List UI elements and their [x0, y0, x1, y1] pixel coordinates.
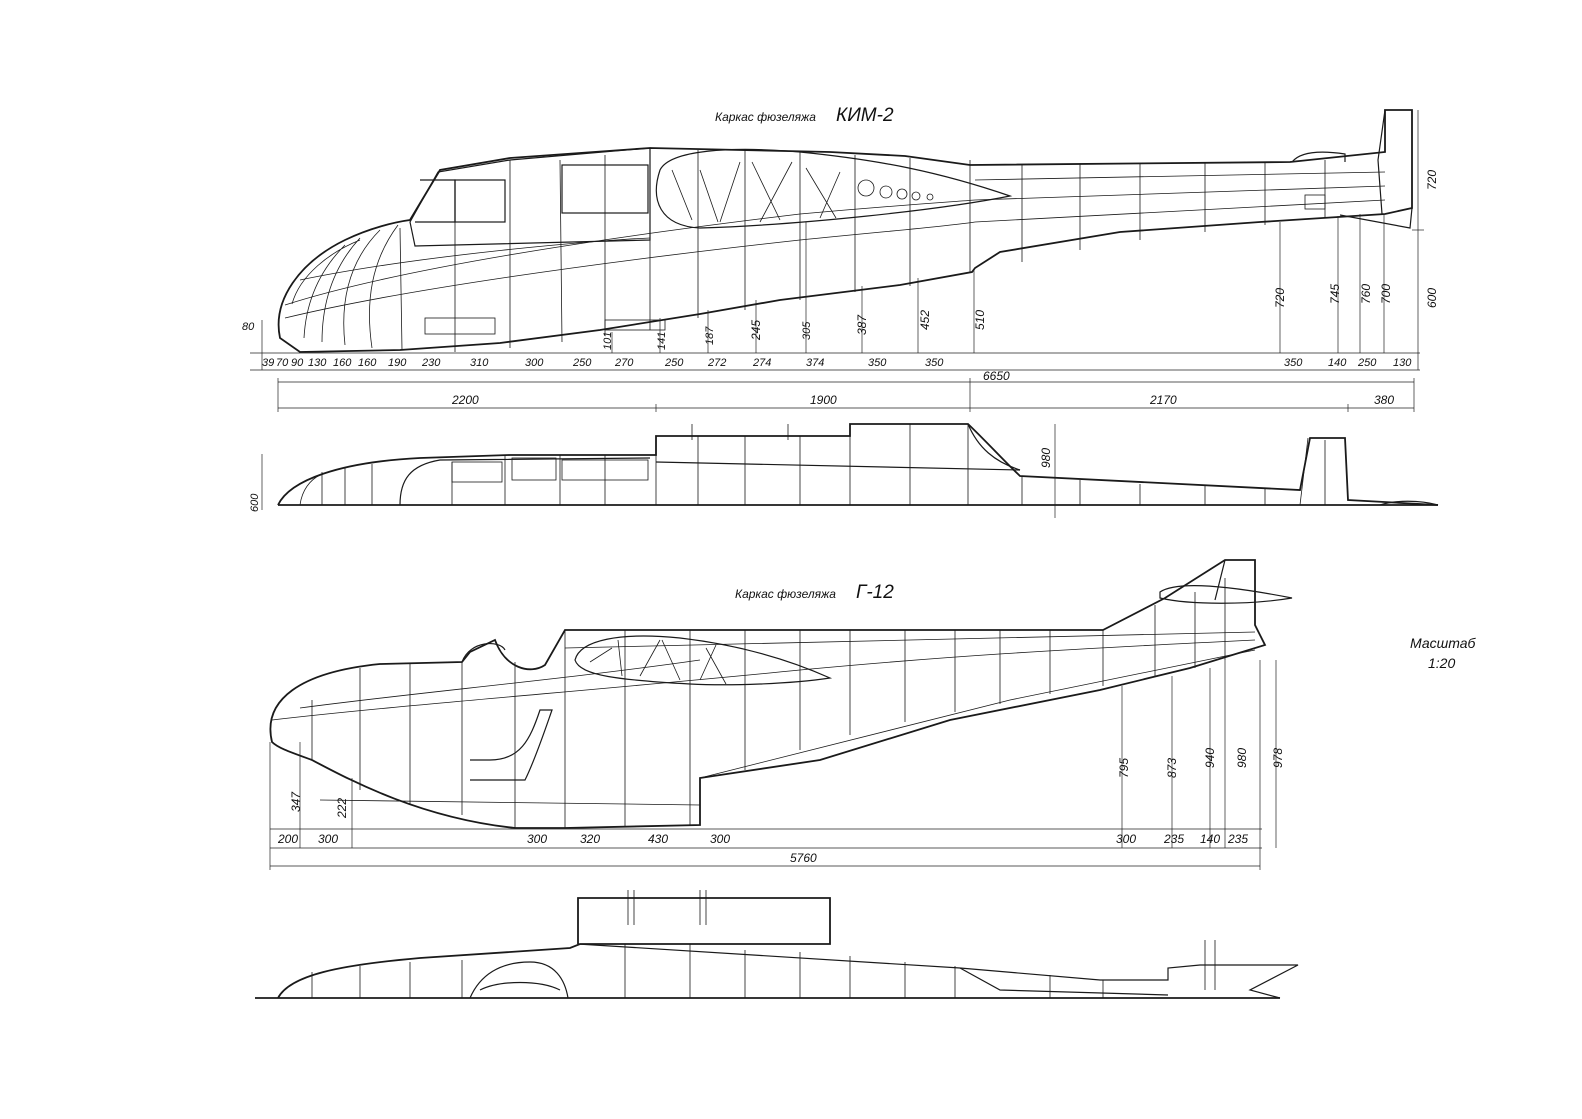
kim2-overall-length: 6650 [983, 369, 1010, 383]
kim2-plan-section-4: 380 [1374, 393, 1394, 407]
kim2-h-7: 452 [918, 310, 932, 330]
g12-rear-h-5: 978 [1271, 748, 1285, 768]
scale-label: Масштаб [1410, 635, 1477, 651]
g12-dim-4: 320 [580, 832, 600, 846]
kim2-dim-13: 270 [614, 357, 634, 369]
kim2-dim-21: 140 [1328, 357, 1347, 369]
g12-dim-5: 430 [648, 832, 668, 846]
kim2-front-heights: 101 141 187 245 305 387 452 510 [602, 222, 987, 353]
g12-title-prefix: Каркас фюзеляжа [735, 587, 836, 601]
scale-value: 1:20 [1428, 655, 1455, 671]
g12-dim-6: 300 [710, 832, 730, 846]
kim2-h-5: 305 [801, 321, 813, 340]
kim2-dim-7: 160 [358, 357, 377, 369]
kim2-dim-5: 130 [308, 357, 327, 369]
kim2-dim-15: 272 [707, 357, 726, 369]
kim2-plan-view: 600 980 [249, 423, 1439, 518]
g12-rear-h-1: 795 [1117, 758, 1131, 778]
kim2-dim-11: 300 [525, 357, 544, 369]
kim2-dim-17: 374 [806, 357, 824, 369]
kim2-rear-heights: 720 745 760 700 720 600 [1273, 170, 1439, 353]
kim2-rh-3: 760 [1359, 284, 1373, 304]
kim2-dim-6: 160 [333, 357, 352, 369]
kim2-dim-10: 310 [470, 357, 489, 369]
kim2-dim-22: 250 [1357, 357, 1377, 369]
kim2-dim-16: 274 [752, 357, 771, 369]
kim2-dim-1: 80 [242, 321, 255, 333]
kim2-tail-h-lower: 600 [1425, 288, 1439, 308]
kim2-h-2: 141 [656, 332, 668, 350]
g12-dimensions: 347 222 795 873 940 980 978 200 300 300 … [269, 660, 1285, 870]
kim2-plan-height-front: 600 [249, 493, 261, 512]
kim2-dimensions: 80 39 70 90 130 160 160 190 230 310 300 … [242, 110, 1439, 412]
kim2-dim-23: 130 [1393, 357, 1412, 369]
kim2-rh-2: 745 [1328, 284, 1342, 304]
g12-nose-h-2: 222 [335, 798, 349, 819]
g12-rear-h-2: 873 [1165, 758, 1179, 778]
kim2-dim-12: 250 [572, 357, 592, 369]
kim2-plan-section-2: 1900 [810, 393, 837, 407]
kim2-h-6: 387 [855, 314, 869, 335]
kim2-dim-14: 250 [664, 357, 684, 369]
g12-side-view: Каркас фюзеляжа Г-12 [269, 559, 1293, 829]
g12-dim-1: 200 [277, 832, 298, 846]
g12-rear-h-3: 940 [1203, 748, 1217, 768]
g12-overall-length: 5760 [790, 851, 817, 865]
g12-dim-2: 300 [318, 832, 338, 846]
g12-title-name: Г-12 [856, 582, 894, 603]
kim2-dim-4: 90 [291, 357, 304, 369]
kim2-rh-1: 720 [1273, 288, 1287, 308]
g12-dim-10: 235 [1227, 832, 1248, 846]
scale-note: Масштаб 1:20 [1410, 635, 1477, 671]
g12-dim-3: 300 [527, 832, 547, 846]
g12-plan-view [255, 890, 1299, 999]
kim2-h-8: 510 [973, 310, 987, 330]
g12-dim-9: 140 [1200, 832, 1220, 846]
kim2-h-3: 187 [704, 326, 716, 345]
kim2-side-view: Каркас фюзеляжа КИМ-2 [277, 105, 1413, 353]
kim2-plan-height-rear: 980 [1039, 448, 1053, 468]
kim2-rh-4: 700 [1379, 284, 1393, 304]
kim2-plan-section-3: 2170 [1149, 393, 1177, 407]
kim2-dim-2: 39 [262, 357, 274, 369]
kim2-plan-section-1: 2200 [451, 393, 479, 407]
kim2-dim-3: 70 [276, 357, 289, 369]
g12-nose-h-1: 347 [289, 791, 303, 812]
kim2-dim-19: 350 [925, 357, 944, 369]
g12-dim-8: 235 [1163, 832, 1184, 846]
kim2-title-name: КИМ-2 [836, 105, 894, 126]
kim2-h-1: 101 [602, 332, 614, 350]
kim2-title-prefix: Каркас фюзеляжа [715, 110, 816, 124]
g12-dim-7: 300 [1116, 832, 1136, 846]
g12-rear-h-4: 980 [1235, 748, 1249, 768]
kim2-dim-20: 350 [1284, 357, 1303, 369]
kim2-dim-18: 350 [868, 357, 887, 369]
kim2-tail-h-upper: 720 [1425, 170, 1439, 190]
kim2-dim-8: 190 [388, 357, 407, 369]
kim2-h-4: 245 [749, 320, 763, 341]
kim2-dim-9: 230 [421, 357, 441, 369]
